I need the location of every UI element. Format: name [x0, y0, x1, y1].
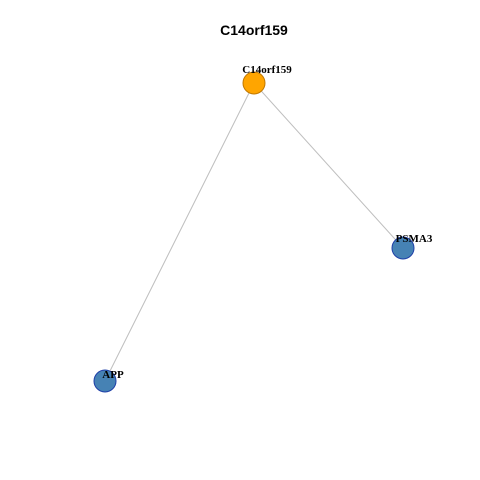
node-c14orf159: C14orf159: [242, 64, 292, 95]
node-psma3-circle: [391, 236, 415, 260]
node-app-circle: [93, 369, 117, 393]
edge-c14orf159-psma3: [253, 82, 404, 249]
graph-title: C14orf159: [220, 22, 288, 38]
node-psma3: PSMA3: [391, 233, 433, 260]
edge-c14orf159-app: [104, 82, 255, 382]
node-c14orf159-label: C14orf159: [242, 64, 292, 76]
node-psma3-label: PSMA3: [396, 233, 433, 245]
node-app: APP: [93, 369, 124, 393]
node-app-label: APP: [102, 369, 124, 381]
node-c14orf159-circle: [242, 71, 266, 95]
